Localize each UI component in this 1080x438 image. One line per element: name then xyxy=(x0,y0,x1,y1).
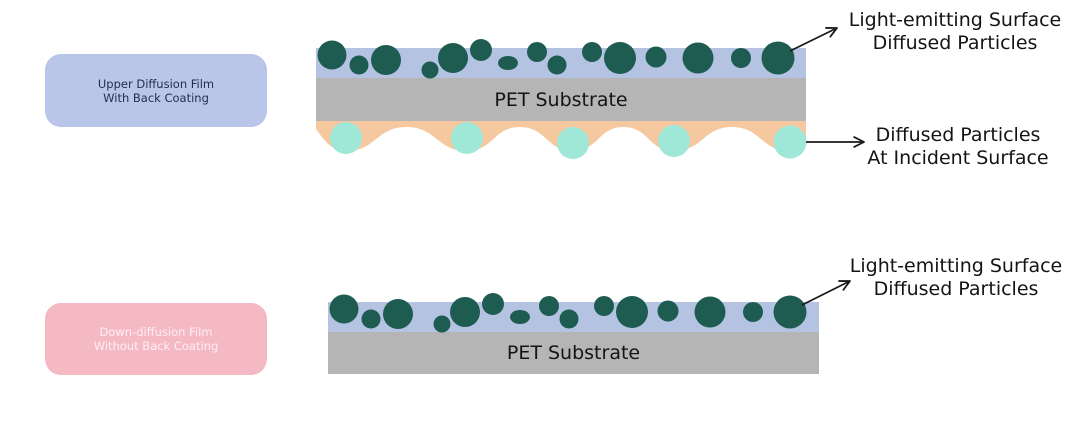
upper-film-label-box: Upper Diffusion Film With Back Coating xyxy=(45,54,267,127)
arrowhead-icon xyxy=(838,280,851,291)
annotation-arrow-line xyxy=(801,280,851,306)
incident-surface-particle xyxy=(557,127,589,159)
incident-surface-particle xyxy=(451,122,483,154)
light-emitting-particle xyxy=(657,300,679,322)
light-emitting-particle xyxy=(604,42,636,74)
light-emitting-particle xyxy=(559,309,579,329)
arrowhead-icon xyxy=(853,136,865,148)
incident-surface-particle xyxy=(658,125,690,157)
light-emitting-particle xyxy=(371,45,401,75)
annotation-light-emitting-lower: Light-emitting Surface Diffused Particle… xyxy=(796,255,1080,301)
light-emitting-particle xyxy=(450,297,480,327)
light-emitting-particle xyxy=(383,299,413,329)
upper-film-label-line2: With Back Coating xyxy=(103,90,209,105)
light-emitting-particle xyxy=(470,39,492,61)
annotation-line: Diffused Particles xyxy=(875,124,1041,146)
light-emitting-particle xyxy=(349,55,369,75)
incident-surface-particle xyxy=(773,125,807,159)
annotation-line: Diffused Particles xyxy=(872,32,1038,54)
annotation-light-emitting-upper: Light-emitting Surface Diffused Particle… xyxy=(795,9,1080,55)
light-emitting-particle xyxy=(329,294,359,324)
pet-substrate-layer xyxy=(328,332,819,374)
pet-substrate-label-upper: PET Substrate xyxy=(494,88,628,111)
annotation-line: Light-emitting Surface xyxy=(849,255,1063,277)
light-emitting-particle xyxy=(645,46,667,68)
light-emitting-particle xyxy=(694,296,726,328)
light-emitting-particle xyxy=(731,48,751,68)
light-emitting-particle xyxy=(482,293,504,315)
light-emitting-particle xyxy=(743,302,763,322)
light-emitting-particle xyxy=(539,296,559,316)
light-emitting-particle xyxy=(317,40,347,70)
annotation-incident-surface: Diffused Particles At Incident Surface xyxy=(798,124,1080,170)
pet-substrate-label-lower: PET Substrate xyxy=(506,342,641,364)
light-emitting-particle xyxy=(616,296,648,328)
light-emitting-particle xyxy=(547,55,567,75)
light-emitting-particle xyxy=(361,309,381,329)
light-emitting-particle xyxy=(582,42,602,62)
light-emitting-particle xyxy=(594,296,614,316)
arrowhead-icon xyxy=(825,27,838,38)
incident-surface-particle xyxy=(330,122,362,154)
light-emitting-particle xyxy=(510,310,530,324)
light-emitting-particle xyxy=(527,42,547,62)
lower-film-label-line2: Without Back Coating xyxy=(93,339,219,353)
annotation-line: Diffused Particles xyxy=(873,278,1039,300)
light-emitting-particle xyxy=(498,56,518,70)
light-emitting-particle xyxy=(773,295,807,329)
light-emitting-particle xyxy=(421,61,439,79)
annotation-line: Light-emitting Surface xyxy=(848,9,1062,31)
upper-film-label-line1: Upper Diffusion Film xyxy=(97,76,215,91)
light-emitting-particle xyxy=(682,42,714,74)
annotation-line: At Incident Surface xyxy=(867,147,1049,169)
annotation-arrow-line xyxy=(789,27,838,52)
lower-film-label-line1: Down-diffusion Film xyxy=(99,325,213,339)
light-emitting-particle xyxy=(433,315,451,333)
pet-substrate-layer xyxy=(316,78,806,121)
lower-film-label-box: Down-diffusion Film Without Back Coating xyxy=(45,303,267,375)
light-emitting-particle xyxy=(761,41,795,75)
light-emitting-particle xyxy=(438,43,468,73)
